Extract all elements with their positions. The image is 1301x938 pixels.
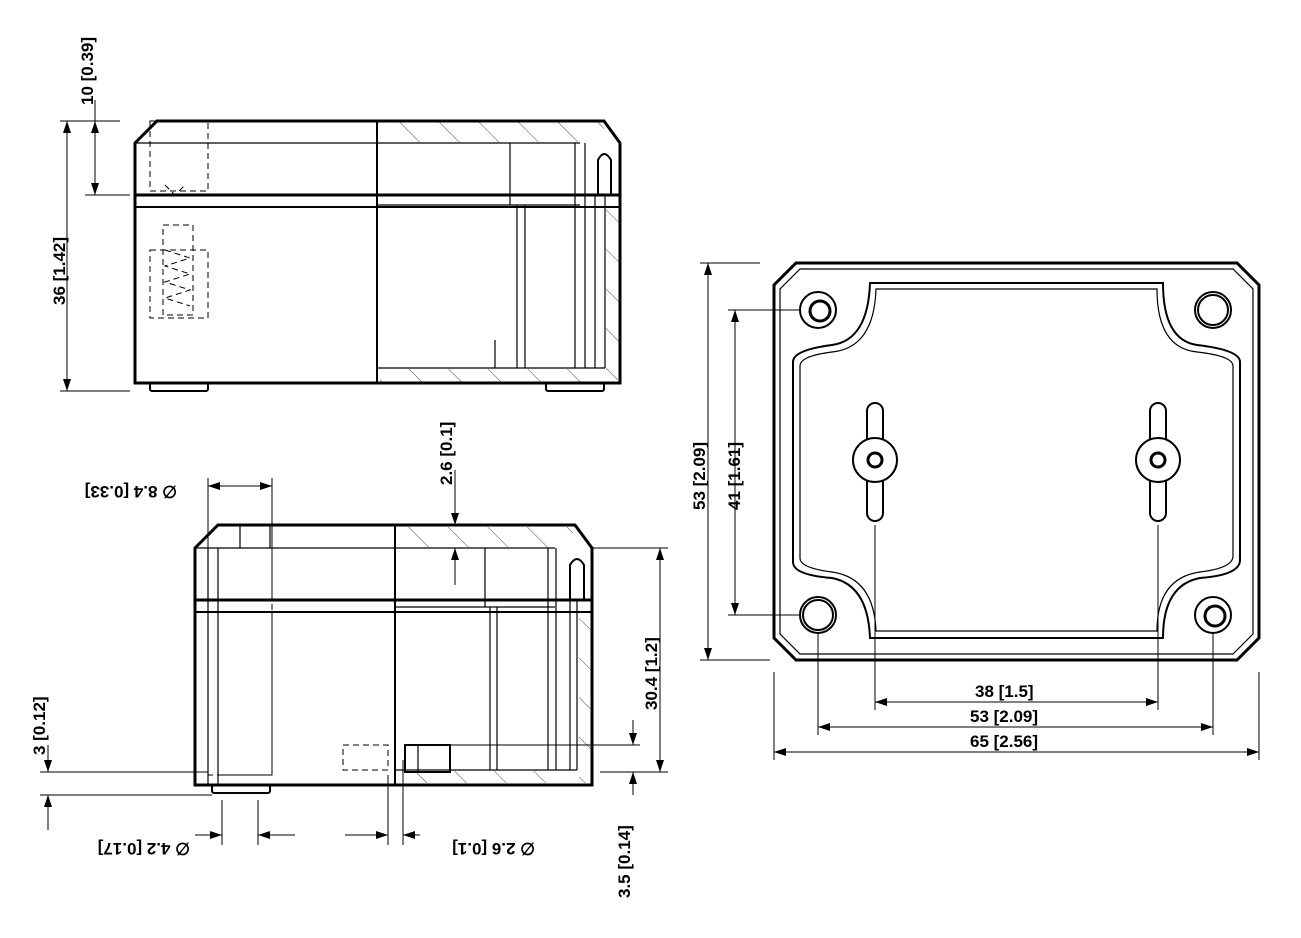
dim-foot-height: 3 [0.12] xyxy=(30,696,49,755)
dim-hole-diameter: ∅ 2.6 [0.1] xyxy=(452,839,535,858)
dim-pin-height: 3.5 [0.14] xyxy=(615,825,634,898)
dim-top-cap-depth: 10 [0.39] xyxy=(78,37,97,105)
dim-pin-diameter: ∅ 4.2 [0.17] xyxy=(98,839,190,858)
dim-plan-height: 53 [2.09] xyxy=(690,442,709,510)
dim-plan-hole-spacing-v: 41 [1.61] xyxy=(725,442,744,510)
plan-view xyxy=(772,261,1261,662)
dim-slot-spacing: 38 [1.5] xyxy=(975,682,1034,701)
dim-wall-thickness: 2.6 [0.1] xyxy=(437,422,456,485)
dim-body-height: 30.4 [1.2] xyxy=(642,637,661,710)
dim-plan-width: 65 [2.56] xyxy=(970,732,1038,751)
front-view-dimensions: ∅ 8.4 [0.33] 2.6 [0.1] 30.4 [1.2] 3 [0.1… xyxy=(30,422,668,898)
side-view-dimensions: 10 [0.39] 36 [1.42] xyxy=(50,37,130,392)
side-section-view xyxy=(133,119,622,392)
dim-boss-diameter: ∅ 8.4 [0.33] xyxy=(85,482,177,501)
dim-plan-hole-spacing-h: 53 [2.09] xyxy=(970,707,1038,726)
front-view xyxy=(193,523,594,794)
dim-overall-height: 36 [1.42] xyxy=(50,237,69,305)
plan-view-dimensions: 53 [2.09] 41 [1.61] 38 [1.5] 53 [2.09] 6… xyxy=(690,262,1260,760)
